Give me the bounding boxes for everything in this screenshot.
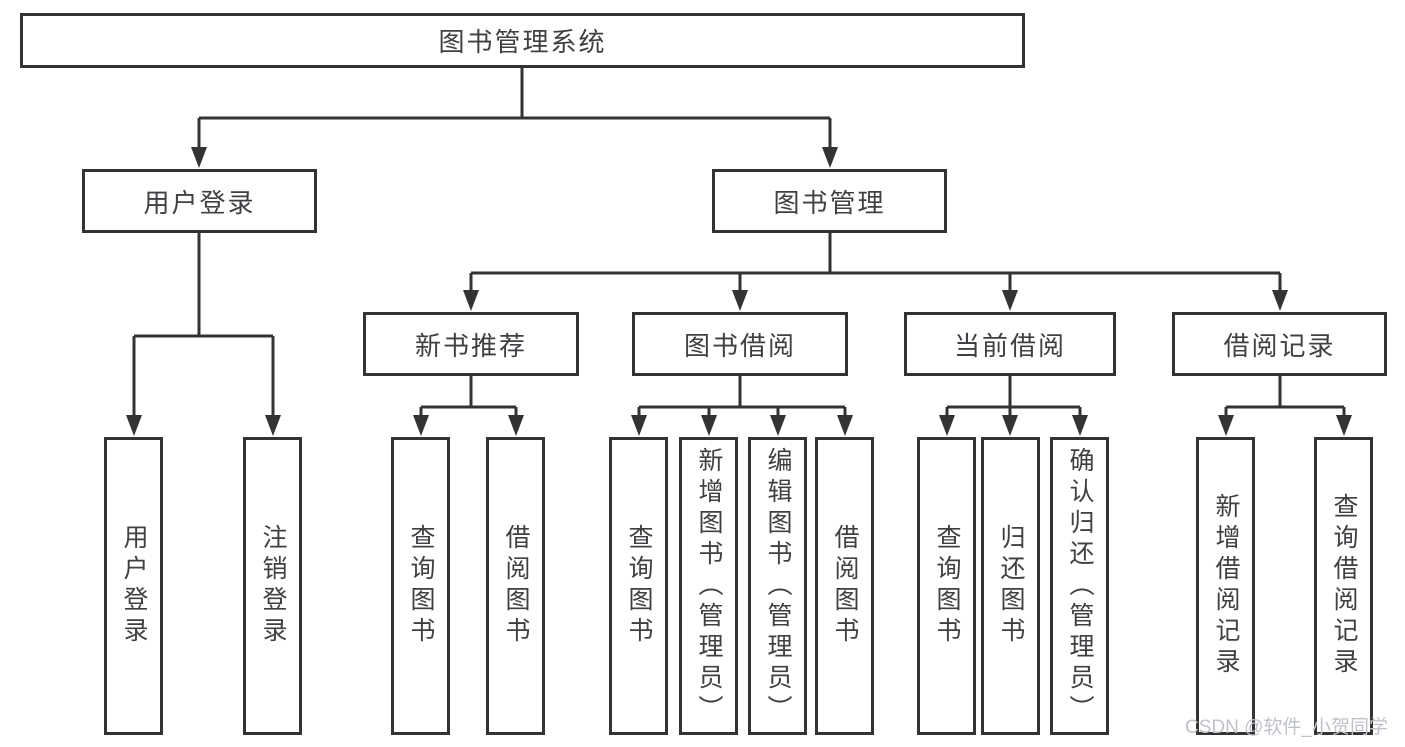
node-root-system: 图书管理系统: [20, 13, 1025, 68]
connector-current-borrowing: [939, 376, 1088, 436]
node-label: 归还图书: [997, 524, 1025, 648]
node-book-borrowing: 图书借阅: [632, 312, 848, 376]
node-root-label: 图书管理系统: [438, 27, 607, 57]
connector-user-login-branch: [126, 233, 281, 436]
node-leaf-return-books: 归还图书: [981, 437, 1040, 735]
node-leaf-borrow-books: 借阅图书: [815, 437, 874, 735]
node-label: 用户登录: [143, 187, 256, 218]
node-leaf-borrow-books-recommend: 借阅图书: [486, 437, 545, 735]
node-leaf-query-books-recommend: 查询图书: [391, 437, 450, 735]
node-leaf-add-books-admin: 新增图书（管理员）: [679, 437, 738, 735]
connector-book-borrowing: [631, 376, 853, 436]
node-label: 确认归还（管理员）: [1066, 446, 1094, 726]
node-current-borrowing: 当前借阅: [904, 312, 1116, 376]
node-label: 图书管理: [773, 187, 886, 218]
node-label: 借阅图书: [502, 524, 530, 648]
node-leaf-confirm-return-admin: 确认归还（管理员）: [1050, 437, 1109, 735]
node-leaf-user-login: 用户登录: [104, 437, 163, 735]
node-leaf-edit-books-admin: 编辑图书（管理员）: [748, 437, 807, 735]
node-label: 查询图书: [407, 524, 435, 648]
node-label: 图书借阅: [683, 330, 796, 361]
node-label: 注销登录: [259, 524, 287, 648]
node-leaf-query-books-borrowing: 查询图书: [609, 437, 668, 735]
node-leaf-query-borrow-record: 查询借阅记录: [1314, 437, 1373, 735]
csdn-watermark: CSDN @软件_小贺同学: [1185, 717, 1388, 738]
connector-book-management-branch: [463, 233, 1288, 311]
node-label: 当前借阅: [953, 330, 1066, 361]
node-leaf-query-books-current: 查询图书: [917, 437, 976, 735]
connector-root-to-level2: [191, 68, 838, 168]
node-label: 用户登录: [120, 524, 148, 648]
node-borrowing-records: 借阅记录: [1172, 312, 1387, 376]
node-label: 新书推荐: [414, 330, 527, 361]
node-label: 借阅图书: [831, 524, 859, 648]
node-label: 查询借阅记录: [1330, 493, 1358, 679]
node-new-book-recommendation: 新书推荐: [363, 312, 579, 376]
node-label: 新增借阅记录: [1212, 493, 1240, 679]
node-label: 查询图书: [933, 524, 961, 648]
node-label: 编辑图书（管理员）: [764, 446, 792, 726]
node-book-management-branch: 图书管理: [712, 169, 947, 233]
node-leaf-logout: 注销登录: [243, 437, 302, 735]
connector-new-book-recommendation: [413, 376, 524, 436]
node-label: 新增图书（管理员）: [695, 446, 723, 726]
node-leaf-add-borrow-record: 新增借阅记录: [1196, 437, 1255, 735]
node-label: 查询图书: [625, 524, 653, 648]
node-user-login-branch: 用户登录: [82, 169, 317, 233]
node-label: 借阅记录: [1223, 330, 1336, 361]
connector-borrowing-records: [1218, 376, 1352, 436]
